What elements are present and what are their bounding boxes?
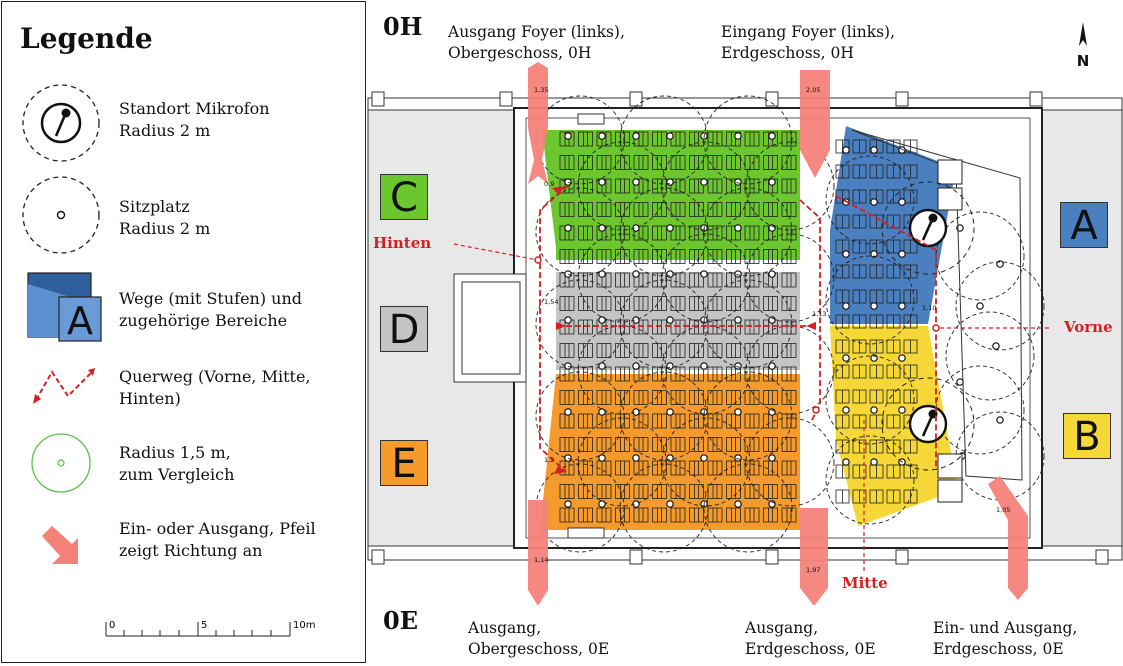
arrow-upper-entry <box>800 70 830 178</box>
path-front <box>835 195 937 470</box>
legend-crosspath-text: Querweg (Vorne, Mitte,Hinten) <box>119 367 311 408</box>
area-badge-e: E <box>380 440 428 487</box>
arrow-lower-both <box>988 476 1028 600</box>
svg-text:1,2: 1,2 <box>544 456 554 464</box>
svg-text:10m: 10m <box>293 620 315 631</box>
door-label-lower-exit-mid: Ausgang,Erdgeschoss, 0E <box>745 619 876 658</box>
arrow-upper-exit <box>528 62 548 184</box>
svg-text:1,35: 1,35 <box>534 86 548 94</box>
microphone-icon <box>22 84 100 162</box>
door-label-lower-exit-left: Ausgang,Obergeschoss, 0E <box>468 619 610 658</box>
svg-text:1,14: 1,14 <box>534 556 548 564</box>
arrow-lower-exit-left <box>528 500 548 605</box>
svg-text:0,9: 0,9 <box>544 180 554 188</box>
legend-title: Legende <box>20 22 153 55</box>
legend-area-badge: A <box>67 299 93 343</box>
radius-circle-icon <box>31 433 91 493</box>
north-arrow-icon <box>1079 22 1087 46</box>
microphone-marker-bottom <box>881 377 975 471</box>
path-label-back: Hinten <box>373 234 432 252</box>
door-label-upper-entry: Eingang Foyer (links),Erdgeschoss, 0H <box>721 23 896 62</box>
path-back <box>539 185 569 473</box>
scale-bar: 0 5 10m <box>105 620 315 637</box>
svg-text:0: 0 <box>109 620 115 631</box>
svg-text:1,54: 1,54 <box>544 298 558 306</box>
path-label-front: Vorne <box>1064 318 1113 336</box>
legend-radius-text: Radius 1,5 m,zum Vergleich <box>119 443 235 484</box>
area-badge-c: C <box>380 174 428 221</box>
microphone-marker-top <box>881 181 975 275</box>
floor-label-ground: 0E <box>383 606 418 635</box>
door-label-lower-both: Ein- und Ausgang,Erdgeschoss, 0E <box>933 619 1078 658</box>
area-badge-a: A <box>1060 202 1108 249</box>
svg-text:1,05: 1,05 <box>996 506 1010 514</box>
svg-text:5: 5 <box>201 620 207 631</box>
floor-label-upper: 0H <box>383 12 423 41</box>
svg-text:1,13: 1,13 <box>812 310 826 318</box>
arrow-lower-exit-mid <box>800 508 828 605</box>
cross-path-arrow-icon <box>33 368 95 404</box>
path-label-middle: Mitte <box>842 574 888 592</box>
floor-plan: 1,35 2,05 0,9 1,54 1,13 1,10 1,14 1,97 1… <box>367 62 1123 605</box>
area-badge-b: B <box>1063 413 1111 460</box>
area-b-seating <box>830 326 958 526</box>
svg-text:1,97: 1,97 <box>806 566 820 574</box>
paths-area-icon: A <box>27 272 102 343</box>
area-a-seating <box>830 126 956 324</box>
door-label-upper-exit: Ausgang Foyer (links),Obergeschoss, 0H <box>448 23 625 62</box>
svg-text:1,10: 1,10 <box>922 304 936 312</box>
north-arrow: N <box>1073 20 1093 70</box>
area-badge-d: D <box>380 306 428 353</box>
entrance-arrow-icon <box>42 526 78 564</box>
seat-radius-icon <box>22 176 100 254</box>
svg-text:2,05: 2,05 <box>806 86 820 94</box>
